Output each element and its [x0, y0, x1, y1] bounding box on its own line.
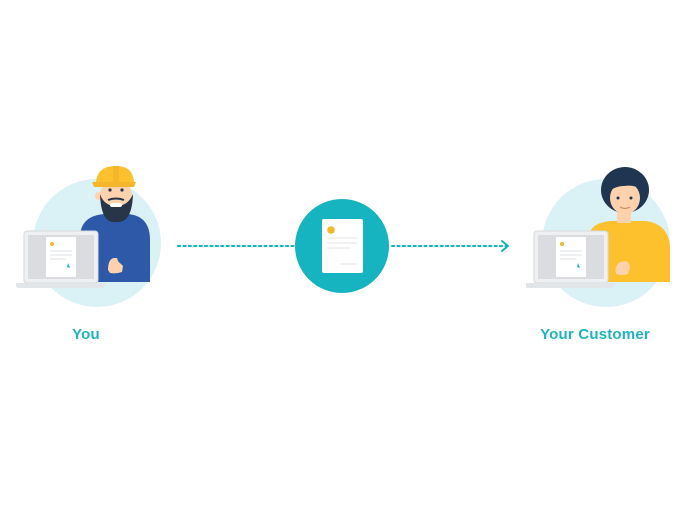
- receiver-eye-left: [616, 196, 620, 200]
- sender-hard-hat-brim: [92, 182, 136, 187]
- receiver-hair-fringe: [606, 174, 645, 194]
- receiver-face: [610, 182, 640, 214]
- sender-face: [100, 180, 132, 210]
- sender-mouth: [110, 203, 122, 207]
- arrow-right-icon: [501, 240, 509, 252]
- customer-with-laptop-icon: [526, 167, 670, 307]
- receiver-label: Your Customer: [540, 326, 650, 343]
- sender-screen-cursor-icon: [67, 263, 70, 268]
- sender-label: You: [72, 326, 100, 343]
- sender-eye-left: [108, 188, 112, 192]
- sender-hand: [108, 258, 123, 274]
- sender-hard-hat-ridge: [113, 166, 119, 183]
- sender-eye-right: [120, 188, 124, 192]
- sender-laptop-base: [16, 283, 106, 288]
- document-sheet: [322, 219, 363, 273]
- receiver-screen-doc-dot: [560, 242, 564, 246]
- sender-mustache: [107, 197, 125, 201]
- receiver-laptop-base: [526, 283, 616, 288]
- sender-screen-doc-dot: [50, 242, 54, 246]
- receiver-eye-right: [629, 196, 633, 200]
- worker-with-laptop-icon: [16, 166, 161, 307]
- document-accent-dot: [327, 226, 335, 234]
- receiver-screen-cursor-icon: [577, 263, 580, 268]
- sender-beard: [100, 194, 133, 223]
- receiver-mouth: [619, 206, 631, 210]
- document-icon: [295, 199, 389, 293]
- receiver-hand: [615, 261, 630, 275]
